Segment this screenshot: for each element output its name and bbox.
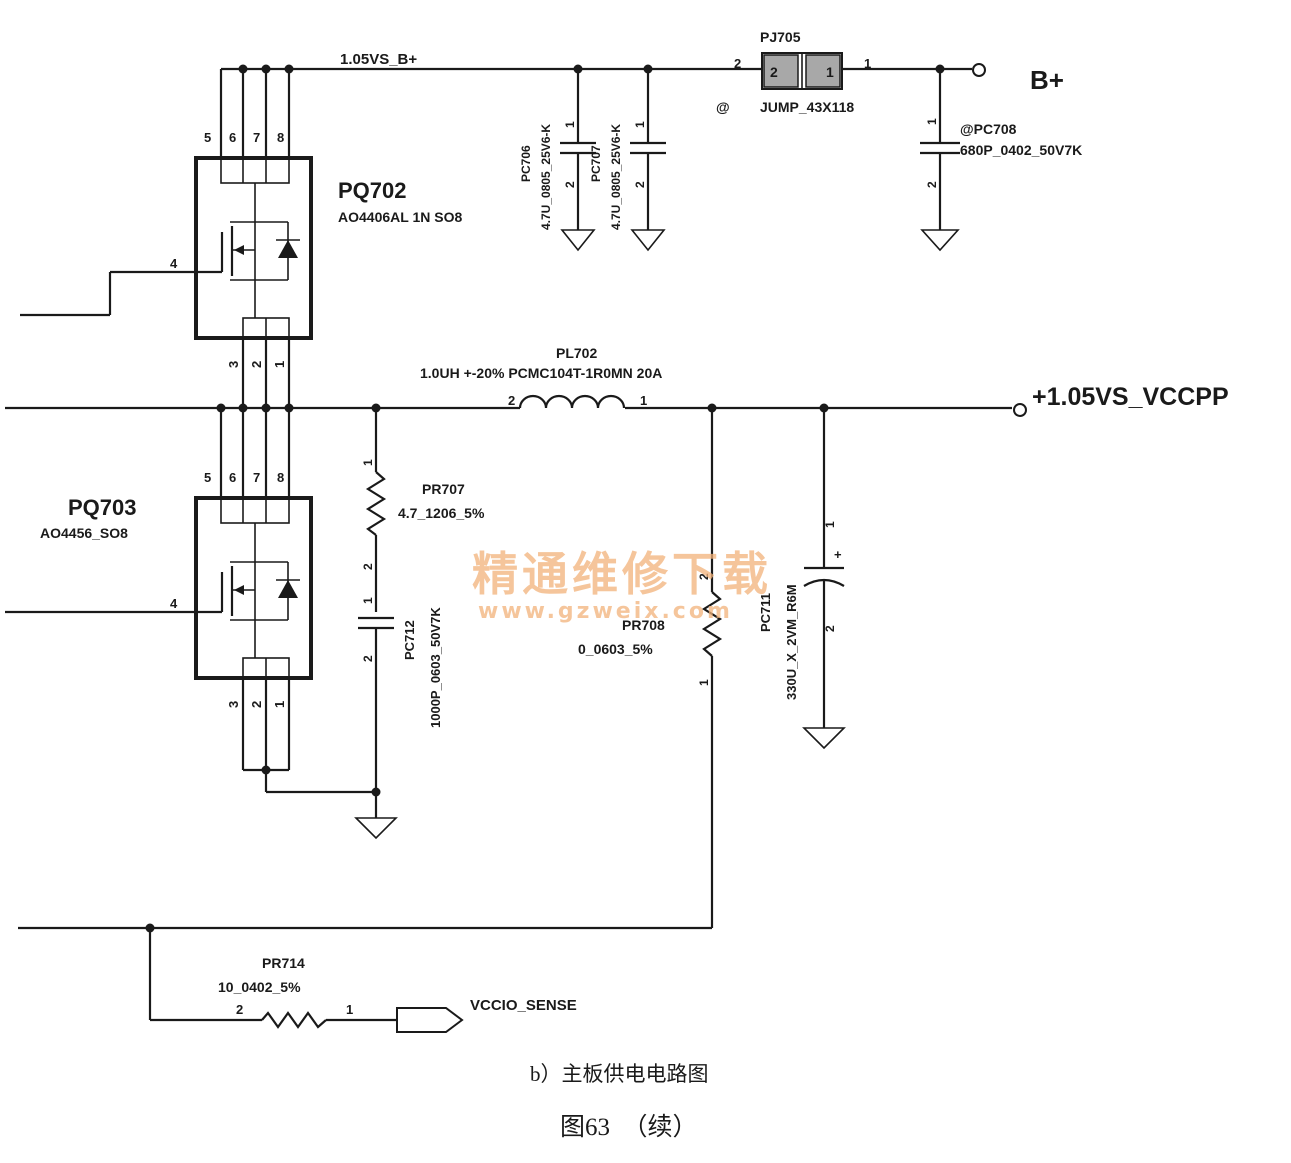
ground-icon	[802, 727, 846, 750]
svg-text:1: 1	[640, 393, 647, 408]
svg-text:2: 2	[563, 181, 577, 188]
pc706-capacitor: 1 2 PC706 4.7U_0805_25V6-K	[519, 69, 596, 252]
pc708-value: 680P_0402_50V7K	[960, 142, 1082, 158]
watermark-url: www.gzweix.com	[478, 599, 733, 624]
pr714-value: 10_0402_5%	[218, 979, 301, 995]
pj705-at: @	[716, 99, 730, 115]
pq702-ref: PQ702	[338, 178, 407, 203]
ground-icon	[630, 229, 666, 252]
svg-text:1: 1	[864, 56, 871, 71]
svg-text:2: 2	[823, 625, 837, 632]
pc706-value: 4.7U_0805_25V6-K	[539, 124, 553, 230]
watermark-text: 精通维修下载	[472, 547, 772, 601]
pr708-value: 0_0603_5%	[578, 641, 653, 657]
svg-text:1: 1	[925, 118, 939, 125]
pj705-jumper: 2 1 2 1 PJ705 @ JUMP_43X118	[716, 29, 871, 115]
pq702-pin1: 1	[272, 361, 287, 368]
pj705-ref: PJ705	[760, 29, 801, 45]
sub-caption: b）主板供电电路图	[530, 1062, 709, 1086]
pq703-ref: PQ703	[68, 495, 137, 520]
pq703-pin1: 1	[272, 701, 287, 708]
pc708-ref: @PC708	[960, 121, 1017, 137]
pr714-ref: PR714	[262, 955, 305, 971]
pl702-inductor: 2 1 PL702 1.0UH +-20% PCMC104T-1R0MN 20A	[420, 345, 662, 409]
svg-text:2: 2	[236, 1002, 243, 1017]
svg-text:1: 1	[361, 459, 375, 466]
pc707-capacitor: 1 2 PC707 4.7U_0805_25V6-K	[589, 69, 666, 252]
pq703-pin7: 7	[253, 470, 260, 485]
pq703-pin8: 8	[277, 470, 284, 485]
figure-caption: 图63 （续）	[560, 1113, 698, 1141]
ground-icon	[354, 817, 398, 840]
pq702-pin2: 2	[249, 361, 264, 368]
pq703-pin3: 3	[226, 701, 241, 708]
svg-text:2: 2	[697, 573, 711, 580]
svg-text:1: 1	[826, 64, 834, 80]
sense-port-icon	[396, 1007, 464, 1033]
pr707-ref: PR707	[422, 481, 465, 497]
pq702-pin8: 8	[277, 130, 284, 145]
pq703-pin6: 6	[229, 470, 236, 485]
pq702-pin3: 3	[226, 361, 241, 368]
b-plus-port-label: B+	[1030, 65, 1064, 95]
sense-network: 2 1 PR714 10_0402_5% VCCIO_SENSE	[18, 923, 712, 1033]
svg-text:1: 1	[563, 121, 577, 128]
vccpp-port-label: +1.05VS_VCCPP	[1032, 383, 1229, 411]
pq702-pin7: 7	[253, 130, 260, 145]
pc711-value: 330U_X_2VM_R6M	[784, 584, 799, 700]
pc707-ref: PC707	[589, 145, 603, 182]
svg-text:2: 2	[361, 655, 375, 662]
pl702-value: 1.0UH +-20% PCMC104T-1R0MN 20A	[420, 365, 662, 381]
pc706-ref: PC706	[519, 145, 533, 182]
svg-text:1: 1	[697, 679, 711, 686]
switch-node-rail: +1.05VS_VCCPP	[5, 383, 1229, 417]
svg-text:2: 2	[361, 563, 375, 570]
pc711-ref: PC711	[758, 593, 773, 632]
pq702-pin5: 5	[204, 130, 211, 145]
svg-text:1: 1	[633, 121, 647, 128]
watermark: 精通维修下载 www.gzweix.com	[472, 547, 772, 624]
pj705-value: JUMP_43X118	[760, 99, 854, 115]
svg-text:2: 2	[734, 56, 741, 71]
pc712-value: 1000P_0603_50V7K	[428, 607, 443, 728]
svg-text:1: 1	[346, 1002, 353, 1017]
pc712-capacitor: 1 2 PC712 1000P_0603_50V7K	[354, 597, 443, 840]
pq703-pin2: 2	[249, 701, 264, 708]
svg-text:2: 2	[508, 393, 515, 408]
pr707-resistor: 1 2 PR707 4.7_1206_5%	[361, 408, 485, 612]
svg-text:2: 2	[633, 181, 647, 188]
pr707-value: 4.7_1206_5%	[398, 505, 485, 521]
pr708-resistor: 2 1 PR708 0_0603_5%	[578, 408, 723, 928]
pc708-capacitor: 1 2 @PC708 680P_0402_50V7K	[920, 69, 1082, 252]
pc711-capacitor: + 1 2 PC711 330U_X_2VM_R6M	[758, 408, 846, 750]
svg-text:1: 1	[361, 597, 375, 604]
vccpp-terminal	[1013, 403, 1027, 417]
pq702-pin6: 6	[229, 130, 236, 145]
sense-port-label: VCCIO_SENSE	[470, 997, 577, 1014]
ground-icon	[920, 229, 960, 252]
pl702-ref: PL702	[556, 345, 597, 361]
pc712-ref: PC712	[402, 620, 417, 660]
b-plus-terminal	[972, 63, 986, 77]
pc711-polarity: +	[834, 547, 842, 562]
svg-text:2: 2	[770, 64, 778, 80]
b-plus-rail-label: 1.05VS_B+	[340, 51, 417, 68]
b-plus-rail: 1.05VS_B+ B+	[221, 51, 1064, 95]
ground-icon	[560, 229, 596, 252]
pq703-pin4: 4	[170, 596, 178, 611]
pq702-pin4: 4	[170, 256, 178, 271]
pq702-value: AO4406AL 1N SO8	[338, 209, 462, 225]
pq703-pin5: 5	[204, 470, 211, 485]
pq702-mosfet: 5 6 7 8 4 3 2 1 PQ702 AO4406AL 1N SO8	[20, 69, 462, 408]
pr708-ref: PR708	[622, 617, 665, 633]
pq703-value: AO4456_SO8	[40, 525, 128, 541]
svg-text:1: 1	[823, 521, 837, 528]
pc707-value: 4.7U_0805_25V6-K	[609, 124, 623, 230]
svg-text:2: 2	[925, 181, 939, 188]
pq703-mosfet: 5 6 7 8 4 3 2 1 PQ703 AO4456_SO8	[5, 408, 376, 794]
